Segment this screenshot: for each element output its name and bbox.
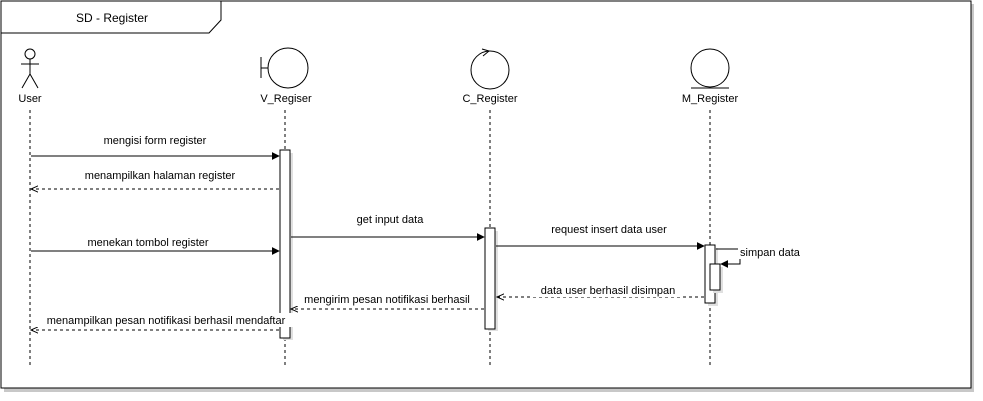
participant-m-register-label: M_Register [682,93,739,105]
frame-title: SD - Register [76,11,148,25]
frame-title-tab [0,0,222,34]
participant-v-regiser: V_Regiser [260,47,312,105]
message-label: menampilkan halaman register [85,170,236,182]
message-label: get input data [357,214,425,226]
actor-icon [21,48,39,89]
message-request-insert-data-user: request insert data user [496,222,705,250]
participant-user: User [18,48,42,105]
message-label: menampilkan pesan notifikasi berhasil me… [47,315,286,327]
boundary-icon [260,47,309,89]
message-label: mengirim pesan notifikasi berhasil [304,294,470,306]
message-menampilkan-halaman-register: menampilkan halaman register [31,168,279,189]
participant-m-register: M_Register [682,48,739,105]
messages: mengisi form register menampilkan halama… [31,133,804,330]
entity-icon [690,48,730,89]
message-label: request insert data user [551,224,667,236]
message-menampilkan-pesan-notifikasi: menampilkan pesan notifikasi berhasil me… [31,313,296,330]
participant-v-regiser-label: V_Regiser [260,93,312,105]
message-label: data user berhasil disimpan [541,285,676,297]
message-label: simpan data [740,247,801,259]
message-mengirim-pesan-notifikasi-berhasil: mengirim pesan notifikasi berhasil [291,292,484,309]
participant-user-label: User [18,93,42,105]
activation-bars [279,149,723,340]
participant-c-register: C_Register [462,48,518,105]
message-get-input-data: get input data [291,212,485,241]
control-icon [470,48,510,90]
message-menekan-tombol-register: menekan tombol register [31,235,280,255]
message-data-user-berhasil-disimpan: data user berhasil disimpan [497,283,704,297]
message-simpan-data: simpan data [716,245,804,268]
message-label: menekan tombol register [87,237,208,249]
message-label: mengisi form register [104,135,207,147]
participant-c-register-label: C_Register [462,93,517,105]
message-mengisi-form-register: mengisi form register [31,133,280,160]
